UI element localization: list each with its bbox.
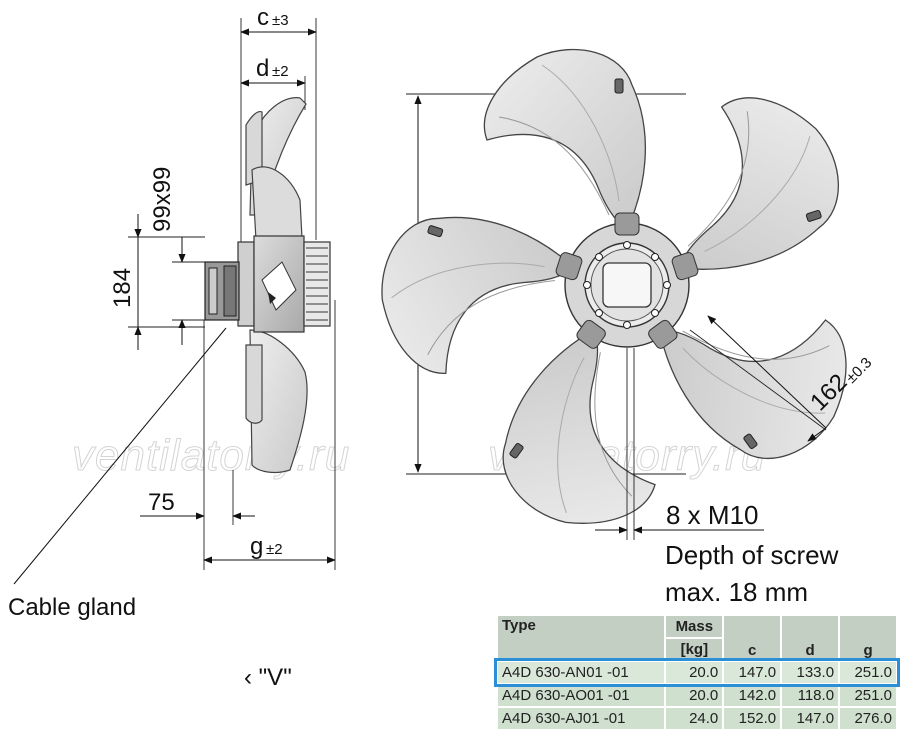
view-v-label: ‹ "V"	[244, 664, 292, 691]
header-type: Type	[498, 616, 665, 660]
side-view: c ±3 d ±2 99x99 184 75 g ±2	[13, 4, 336, 585]
spec-table: Type Mass c d g [kg] A4D 630-AN01 -01 20…	[494, 614, 900, 731]
cell-mass: 20.0	[666, 685, 723, 706]
header-mass-unit: [kg]	[666, 639, 723, 660]
cell-g: 251.0	[840, 685, 896, 706]
cable-gland-leader	[13, 327, 227, 585]
cell-c: 142.0	[724, 685, 781, 706]
table-row[interactable]: A4D 630-AO01 -01 20.0 142.0 118.0 251.0	[498, 685, 896, 706]
dim-c-label: c	[257, 4, 269, 31]
cable-gland-label: Cable gland	[8, 594, 137, 621]
header-g: g	[840, 616, 896, 660]
screw-depth-line2: max. 18 mm	[665, 577, 809, 607]
dim-d-tol: ±2	[272, 63, 289, 80]
cell-mass: 24.0	[666, 708, 723, 729]
cell-c: 152.0	[724, 708, 781, 729]
cell-g: 251.0	[840, 662, 896, 683]
dim-162-tol: ±0.3	[843, 354, 876, 387]
dim-d-label: d	[256, 55, 269, 82]
cell-type: A4D 630-AO01 -01	[498, 685, 665, 706]
watermark-left: ventilatorry.ru	[72, 431, 350, 480]
dim-c-tol: ±3	[272, 12, 289, 29]
cell-g: 276.0	[840, 708, 896, 729]
cell-type: A4D 630-AN01 -01	[498, 662, 665, 683]
front-view: 627 ±2	[358, 48, 882, 560]
cell-d: 147.0	[782, 708, 839, 729]
table-header-row: Type Mass c d g	[498, 616, 896, 660]
screw-depth-line1: Depth of screw	[665, 540, 839, 570]
cell-d: 118.0	[782, 685, 839, 706]
cell-type: A4D 630-AJ01 -01	[498, 708, 665, 729]
header-mass: Mass	[666, 616, 723, 637]
table-row[interactable]: A4D 630-AN01 -01 20.0 147.0 133.0 251.0	[494, 658, 900, 687]
dim-g-tol: ±2	[266, 541, 283, 558]
header-d: d	[782, 616, 839, 660]
table-header-row-2: [kg]	[498, 639, 896, 660]
cell-c: 147.0	[724, 662, 781, 683]
dim-184-label: 184	[109, 268, 136, 308]
screw-title: 8 x M10	[666, 500, 759, 530]
cell-d: 133.0	[782, 662, 839, 683]
header-c: c	[724, 616, 781, 660]
table-row[interactable]: A4D 630-AJ01 -01 24.0 152.0 147.0 276.0	[498, 708, 896, 729]
dim-g-label: g	[250, 533, 263, 560]
dim-line-162	[707, 315, 827, 429]
dim-75-label: 75	[148, 489, 175, 516]
dim-99x99-label: 99x99	[149, 167, 176, 232]
cell-mass: 20.0	[666, 662, 723, 683]
